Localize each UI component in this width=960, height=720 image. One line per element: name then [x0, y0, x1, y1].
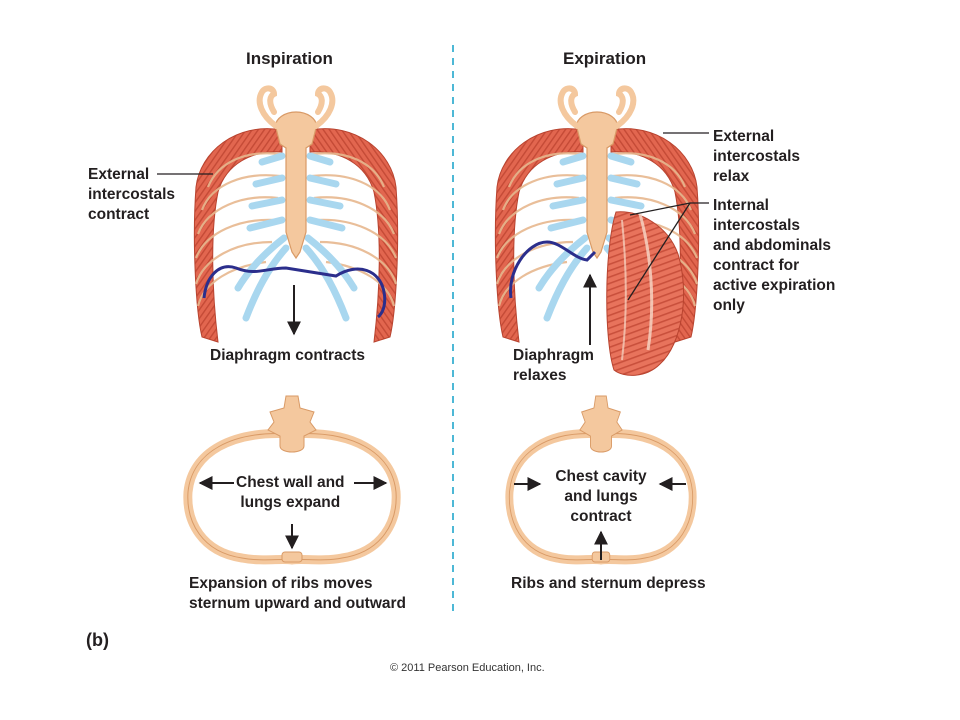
- inspiration-title: Inspiration: [246, 49, 333, 68]
- figure-letter: (b): [86, 630, 109, 650]
- inspiration-ribcage: [194, 88, 397, 342]
- expiration-title: Expiration: [563, 49, 647, 68]
- diaphragm-relaxes-label: Diaphragm relaxes: [513, 347, 594, 384]
- chest-cavity-contract-label: Chest cavity and lungs contract: [555, 468, 647, 525]
- external-intercostals-relax-label: External intercostals relax: [713, 128, 801, 185]
- inspiration-caption: Expansion of ribs moves sternum upward a…: [189, 575, 407, 612]
- abdominal-muscle: [606, 211, 685, 376]
- internal-intercostals-label: Internal intercostals and abdominals con…: [713, 197, 836, 314]
- external-intercostals-contract-label: External intercostals contract: [88, 166, 176, 223]
- copyright: © 2011 Pearson Education, Inc.: [390, 662, 545, 674]
- expiration-ribcage: [495, 88, 698, 342]
- expiration-caption: Ribs and sternum depress: [511, 575, 706, 592]
- chest-wall-expand-label: Chest wall and lungs expand: [236, 474, 345, 511]
- diaphragm-contracts-label: Diaphragm contracts: [210, 347, 366, 364]
